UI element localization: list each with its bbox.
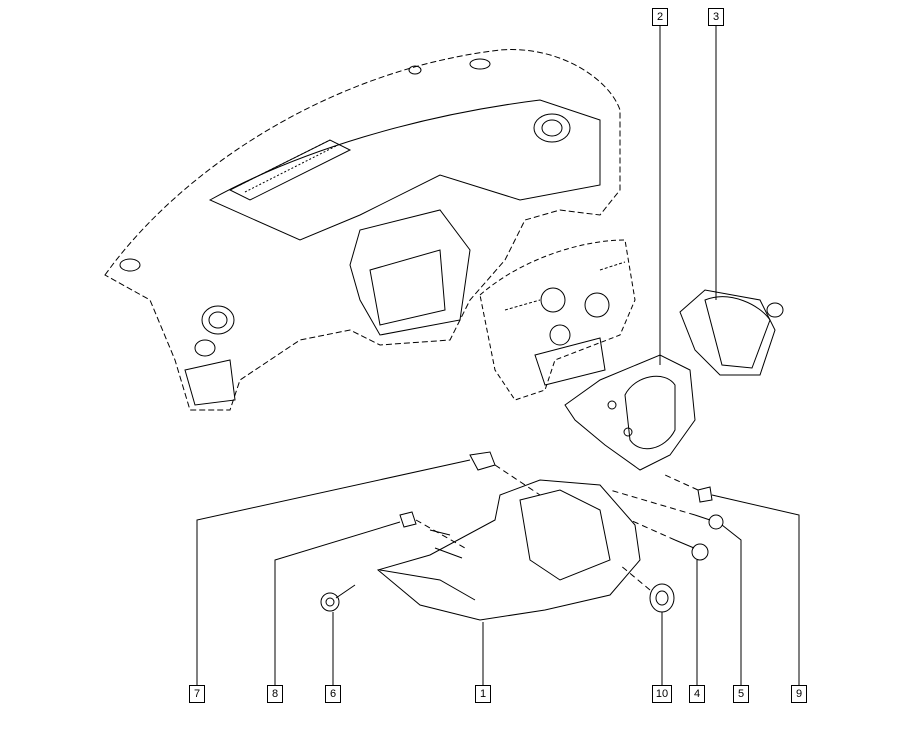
callout-part-3[interactable]: 3 — [708, 8, 724, 26]
callout-part-2[interactable]: 2 — [652, 8, 668, 26]
leader-lines — [196, 25, 800, 685]
callout-part-1[interactable]: 1 — [475, 685, 491, 703]
dashboard-drawing — [104, 49, 621, 411]
callout-part-9[interactable]: 9 — [791, 685, 807, 703]
part-2-drawing — [564, 354, 696, 471]
part-3-drawing — [679, 289, 784, 376]
callout-part-8[interactable]: 8 — [267, 685, 283, 703]
callout-part-7[interactable]: 7 — [189, 685, 205, 703]
callout-part-4[interactable]: 4 — [689, 685, 705, 703]
callout-part-6[interactable]: 6 — [325, 685, 341, 703]
part-1-drawing — [376, 479, 641, 621]
assembly-arrows — [415, 464, 699, 591]
callout-part-5[interactable]: 5 — [733, 685, 749, 703]
callout-part-10[interactable]: 10 — [652, 685, 672, 703]
small-parts — [320, 451, 724, 613]
center-panel-drawing — [479, 239, 636, 401]
